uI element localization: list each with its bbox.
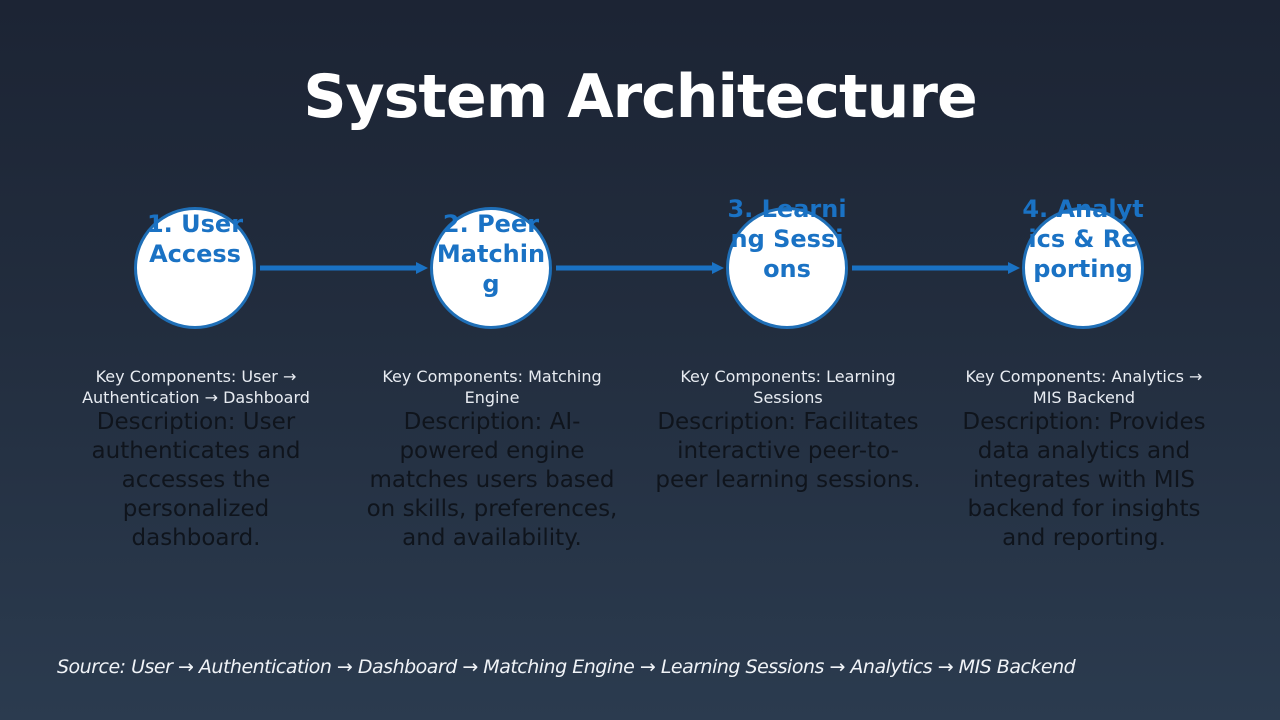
step-2-label: 2. Peer Matching [436, 210, 546, 298]
step-3-node [726, 207, 848, 329]
step-2-components: Key Components: Matching Engine [382, 367, 602, 407]
step-1-label: 1. User Access [146, 210, 244, 268]
step-1-components: Key Components: User → Authentication → … [82, 367, 310, 407]
arrow-right-icon [852, 262, 1020, 274]
step-1-description: Description: User authenticates and acce… [91, 409, 301, 551]
step-4-components: Key Components: Analytics → MIS Backend [965, 367, 1203, 407]
arrow-right-icon [260, 262, 428, 274]
step-2-description: Description: AI-powered engine matches u… [366, 409, 618, 551]
step-2-node [430, 207, 552, 329]
step-1-node [134, 207, 256, 329]
step-4-node [1022, 207, 1144, 329]
page-title: System Architecture [303, 62, 977, 132]
step-4-description: Description: Provides data analytics and… [962, 409, 1206, 551]
step-4-details: Key Components: Analytics → MIS Backend … [949, 366, 1219, 553]
step-3-components: Key Components: Learning Sessions [680, 367, 896, 407]
source-note: Source: User → Authentication → Dashboar… [57, 656, 1076, 678]
step-3-details: Key Components: Learning Sessions Descri… [653, 366, 923, 495]
step-3-description: Description: Facilitates interactive pee… [655, 409, 921, 493]
step-1-details: Key Components: User → Authentication → … [61, 366, 331, 553]
step-2-details: Key Components: Matching Engine Descript… [357, 366, 627, 553]
step-4-label: 4. Analytics & Reporting [1022, 195, 1144, 283]
arrow-right-icon [556, 262, 724, 274]
step-3-label: 3. Learning Sessions [727, 195, 847, 283]
